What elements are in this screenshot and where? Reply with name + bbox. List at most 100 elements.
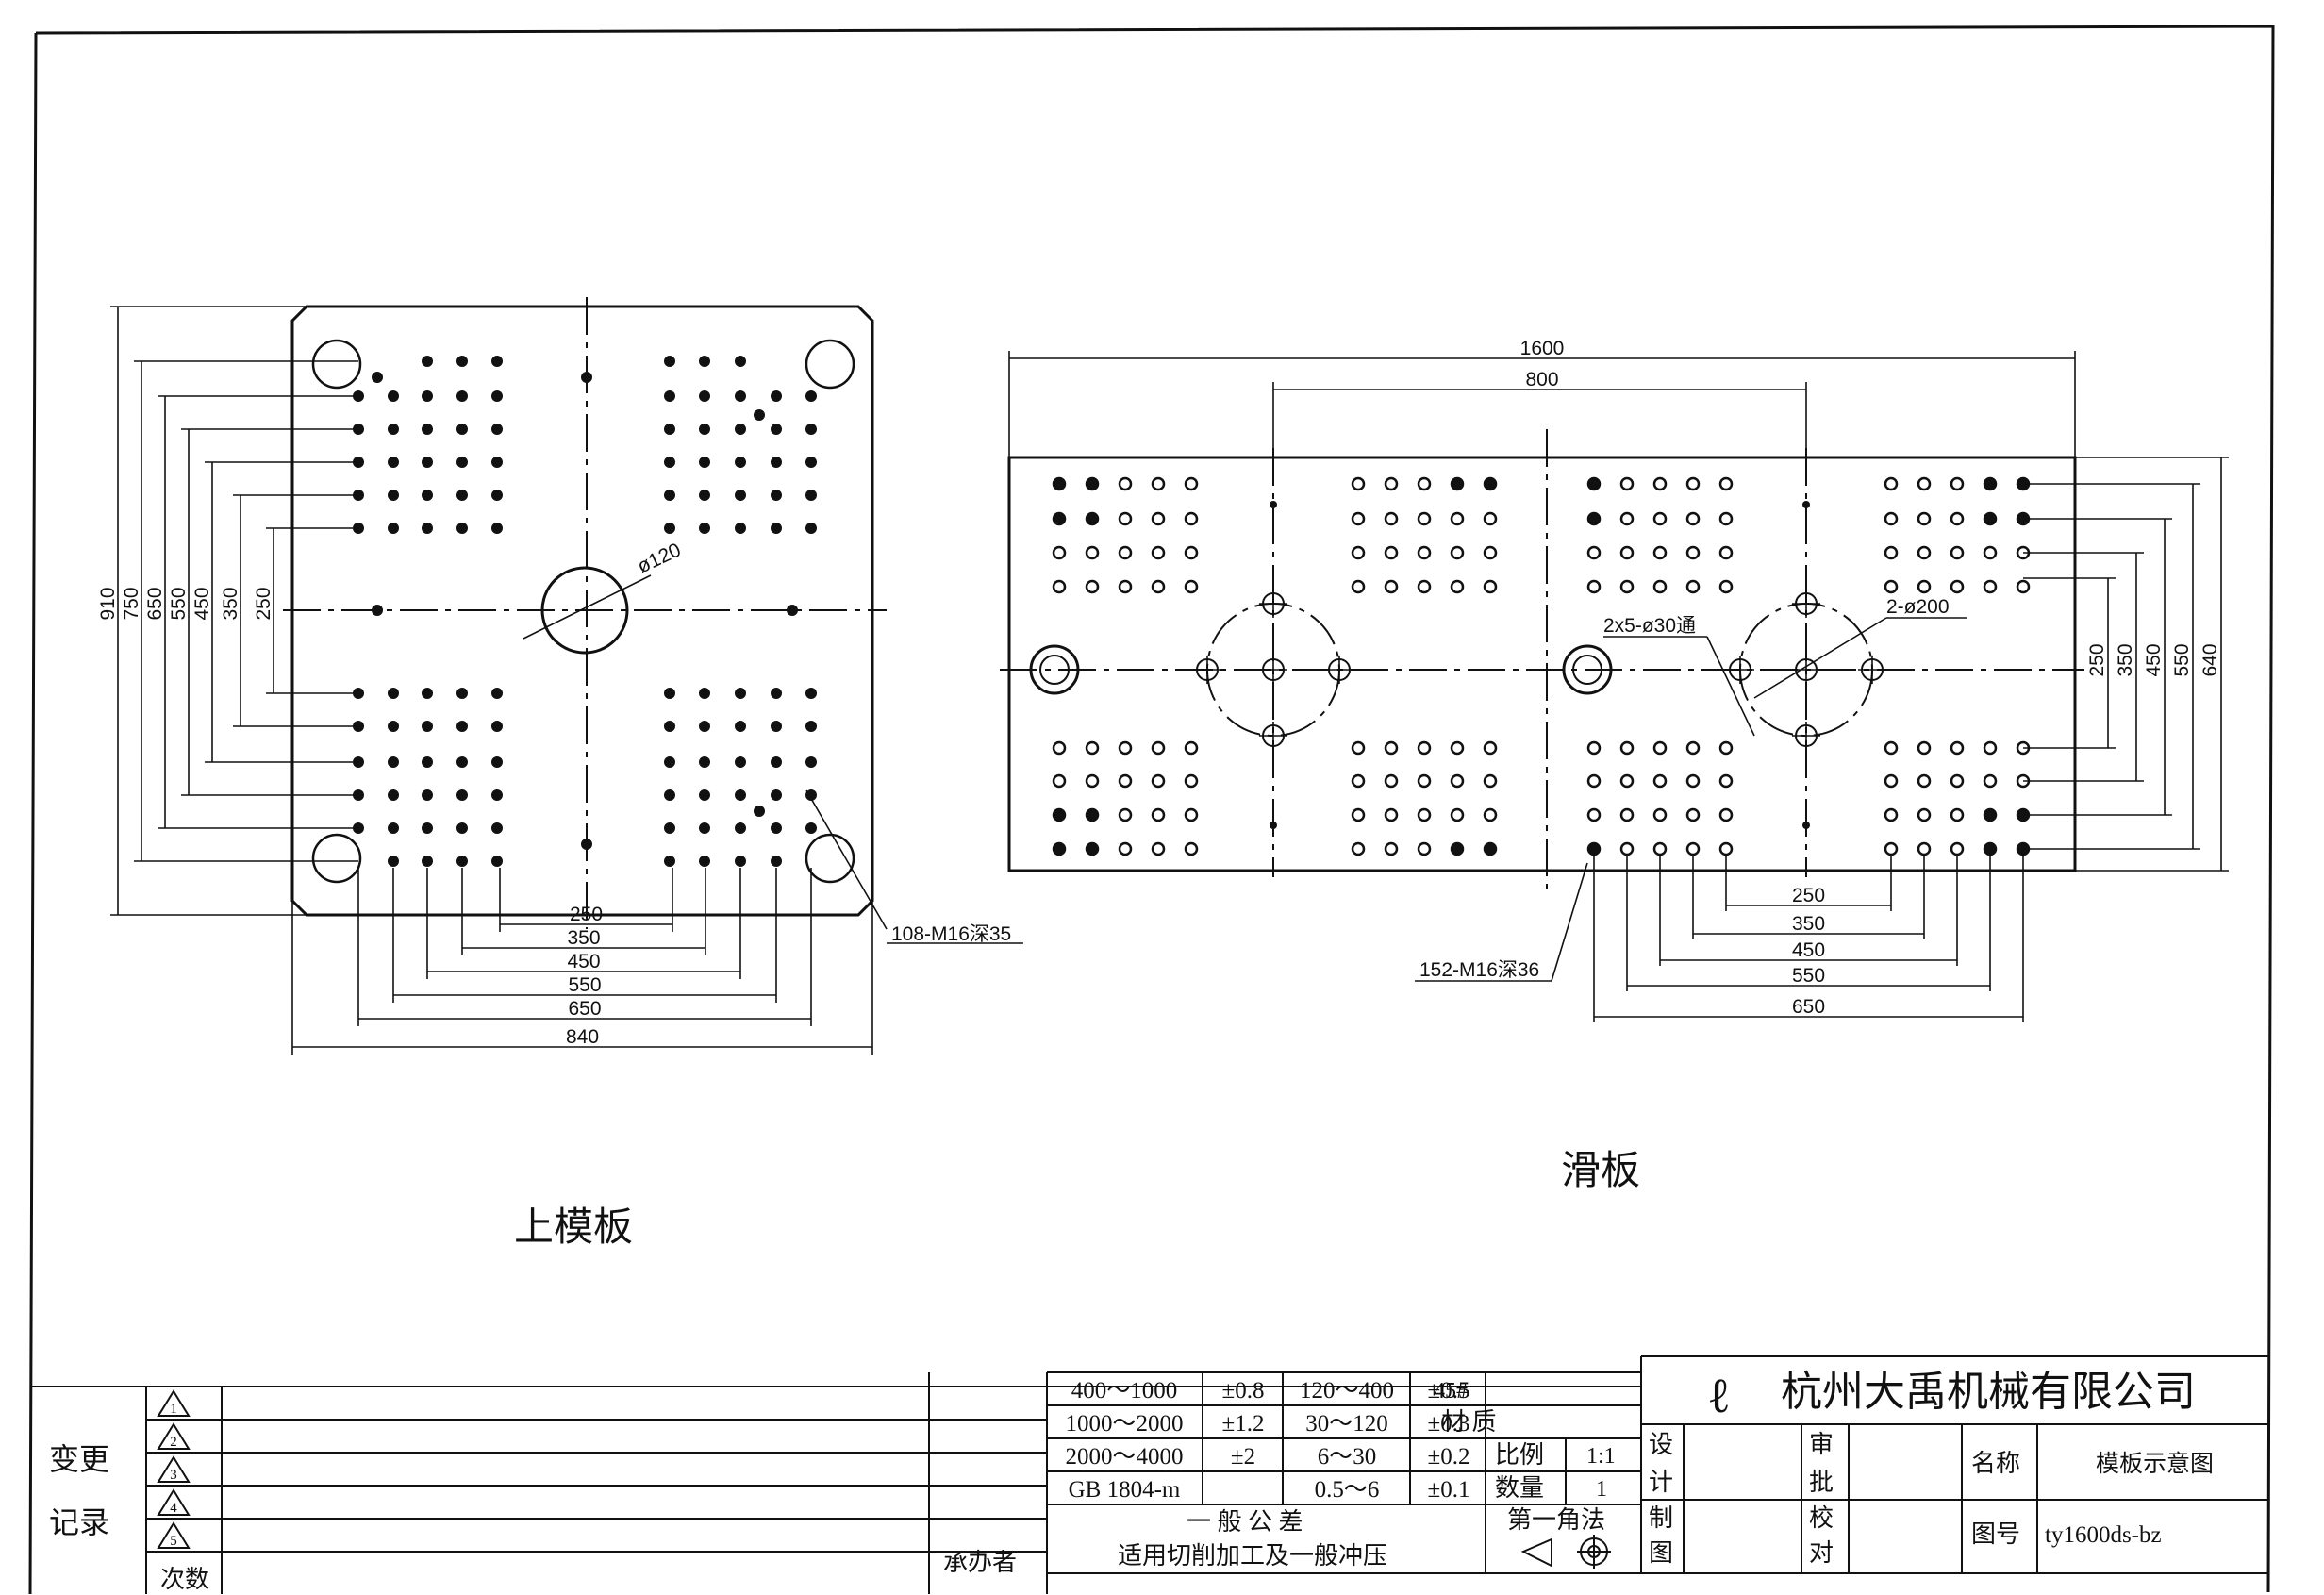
threaded-hole <box>1351 545 1366 560</box>
scale-label: 比例 <box>1495 1441 1544 1469</box>
threaded-hole <box>456 688 468 699</box>
threaded-hole <box>1685 773 1701 789</box>
threaded-hole <box>491 789 503 801</box>
threaded-hole <box>491 457 503 468</box>
threaded-hole <box>699 390 710 402</box>
dimension-label: 650 <box>144 587 166 620</box>
threaded-hole <box>1917 807 1932 822</box>
threaded-hole <box>1085 740 1100 756</box>
material-label: 材 质 <box>1441 1408 1497 1436</box>
threaded-hole <box>805 721 817 732</box>
threaded-hole <box>1917 476 1932 491</box>
threaded-hole <box>456 523 468 534</box>
threaded-hole <box>388 457 399 468</box>
dimension-label: 550 <box>168 587 190 620</box>
threaded-hole <box>422 789 433 801</box>
threaded-hole <box>1085 476 1100 491</box>
threaded-hole <box>1586 511 1602 526</box>
threaded-hole <box>491 856 503 867</box>
threaded-hole <box>1950 773 1965 789</box>
name-value: 模板示意图 <box>2096 1451 2214 1477</box>
threaded-hole <box>664 721 675 732</box>
threaded-hole <box>1884 579 1899 594</box>
threaded-hole <box>1917 841 1932 856</box>
threaded-hole <box>1718 579 1734 594</box>
threaded-hole <box>664 424 675 435</box>
slide-pitch-circle-label: 2-ø200 <box>1886 596 1950 618</box>
threaded-hole <box>735 523 746 534</box>
threaded-hole <box>491 424 503 435</box>
dimension-label: 350 <box>220 587 241 620</box>
threaded-hole <box>1184 807 1199 822</box>
threaded-hole <box>1586 841 1602 856</box>
threaded-hole <box>1417 545 1432 560</box>
threaded-hole <box>1118 740 1133 756</box>
threaded-hole <box>1052 740 1067 756</box>
threaded-hole <box>664 356 675 367</box>
threaded-hole <box>1052 807 1067 822</box>
threaded-hole <box>1351 511 1366 526</box>
projection-label: 第一角法 <box>1507 1506 1605 1534</box>
change-record-label: 变更 <box>49 1442 109 1476</box>
threaded-hole <box>664 490 675 501</box>
tolerance-cell: 6～30 <box>1318 1444 1377 1470</box>
threaded-hole <box>1184 841 1199 856</box>
threaded-hole <box>1085 841 1100 856</box>
upper-hole-callout: 108-M16深35 <box>891 923 1011 945</box>
tolerance-note: 适用切削加工及一般冲压 <box>1118 1542 1387 1570</box>
threaded-hole <box>1351 579 1366 594</box>
threaded-hole <box>1884 740 1899 756</box>
scale-value: 1:1 <box>1586 1444 1616 1469</box>
threaded-hole <box>422 424 433 435</box>
upper-tie-bar-hole <box>805 339 855 390</box>
threaded-hole <box>699 789 710 801</box>
threaded-hole <box>1983 511 1998 526</box>
check-label: 对 <box>1809 1539 1834 1567</box>
threaded-hole <box>456 457 468 468</box>
tolerance-cell: ±2 <box>1231 1444 1255 1470</box>
threaded-hole <box>699 688 710 699</box>
threaded-hole <box>1450 579 1465 594</box>
threaded-hole <box>1586 476 1602 491</box>
threaded-hole <box>1652 740 1668 756</box>
threaded-hole <box>1917 511 1932 526</box>
threaded-hole <box>735 356 746 367</box>
threaded-hole <box>1184 545 1199 560</box>
threaded-hole <box>664 789 675 801</box>
threaded-hole <box>771 856 782 867</box>
threaded-hole <box>1619 545 1635 560</box>
threaded-hole <box>1983 807 1998 822</box>
threaded-hole <box>1151 841 1166 856</box>
threaded-hole <box>1483 476 1498 491</box>
dimension-label: 550 <box>1792 965 1825 987</box>
threaded-hole <box>1085 579 1100 594</box>
threaded-hole <box>456 424 468 435</box>
dimension-label: 640 <box>2200 643 2221 676</box>
revision-triangle-icon <box>157 1422 191 1450</box>
threaded-hole <box>1884 773 1899 789</box>
threaded-hole <box>735 390 746 402</box>
projection-circle-icon <box>1577 1535 1611 1569</box>
threaded-hole <box>1586 579 1602 594</box>
revision-number: 5 <box>170 1534 177 1549</box>
revision-triangle-icon <box>157 1389 191 1417</box>
threaded-hole <box>1983 740 1998 756</box>
dimension-label: 650 <box>568 998 601 1020</box>
threaded-hole <box>805 457 817 468</box>
threaded-hole <box>1417 476 1432 491</box>
threaded-hole <box>491 490 503 501</box>
threaded-hole <box>1619 773 1635 789</box>
threaded-hole <box>456 756 468 768</box>
threaded-hole <box>1118 841 1133 856</box>
threaded-hole <box>771 789 782 801</box>
threaded-hole <box>1483 740 1498 756</box>
threaded-hole <box>1483 511 1498 526</box>
revision-triangle-icon <box>157 1488 191 1516</box>
threaded-hole <box>1586 740 1602 756</box>
threaded-hole <box>2016 579 2031 594</box>
threaded-hole <box>1718 841 1734 856</box>
